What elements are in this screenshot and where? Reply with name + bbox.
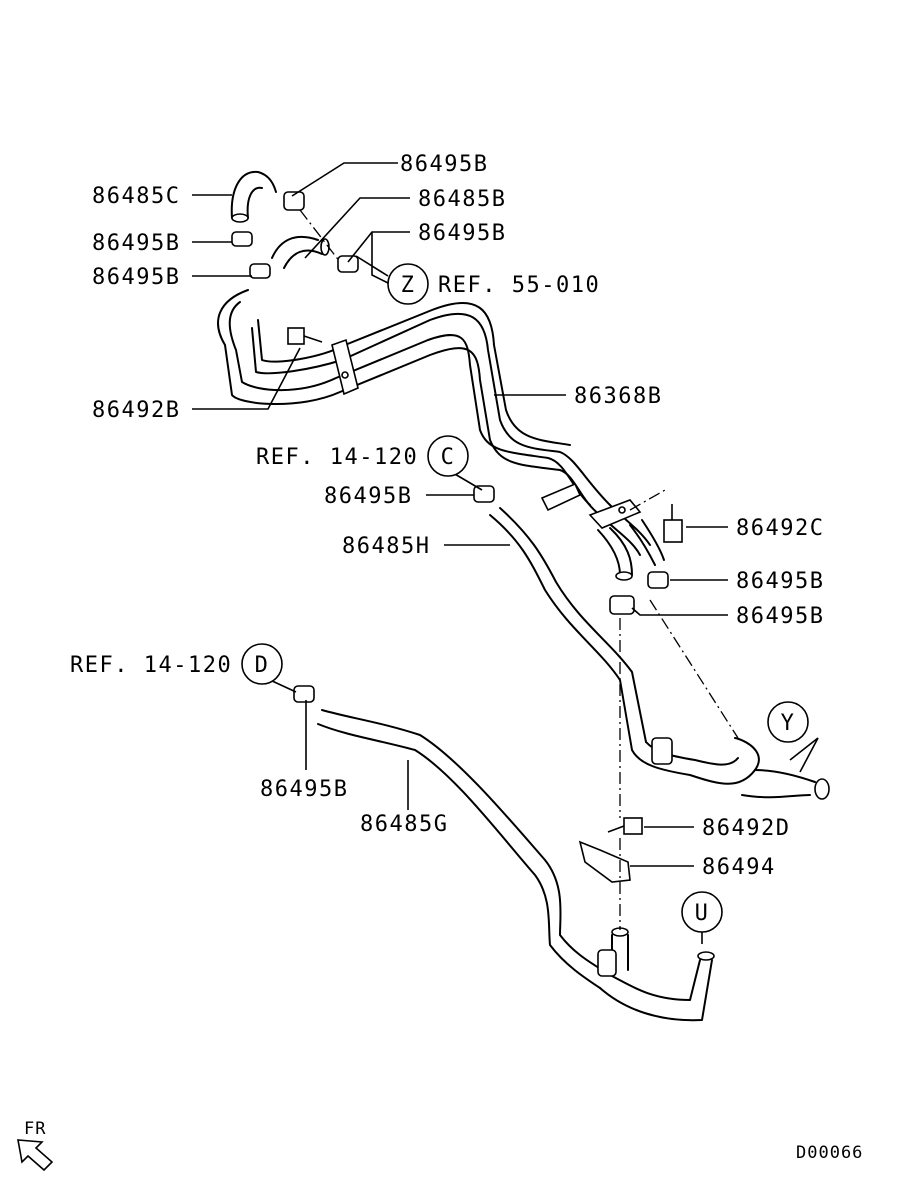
callout-86485c: 86485C — [92, 184, 180, 209]
centerlines — [299, 209, 739, 930]
callout-86485h: 86485H — [342, 534, 430, 559]
callout-86495b-7: 86495B — [736, 604, 824, 629]
callout-86495b-3: 86495B — [92, 231, 180, 256]
connector-d: D — [241, 643, 283, 685]
callout-86485g: 86485G — [360, 812, 448, 837]
orientation-label: FR — [24, 1119, 46, 1139]
pipe-assembly-86368b — [217, 289, 651, 556]
callout-ref-14-120-d: REF. 14-120 — [70, 653, 232, 678]
callout-86492b: 86492B — [92, 398, 180, 423]
callout-86368b: 86368B — [574, 384, 662, 409]
callout-86494: 86494 — [702, 855, 776, 880]
callout-86495b-1: 86495B — [400, 152, 488, 177]
connector-z: Z — [387, 263, 429, 305]
connector-z-letter: Z — [401, 273, 416, 298]
bolt-parts — [287, 327, 683, 835]
callout-86492c: 86492C — [736, 516, 824, 541]
callout-ref-14-120-c: REF. 14-120 — [256, 445, 418, 470]
bracket-mid — [540, 482, 642, 529]
connector-c: C — [427, 435, 469, 477]
connector-u-letter: U — [695, 901, 710, 926]
callout-86495b-4: 86495B — [92, 265, 180, 290]
callout-86495b-6: 86495B — [736, 569, 824, 594]
diagram-code: D00066 — [796, 1143, 863, 1163]
callout-86485b: 86485B — [418, 187, 506, 212]
hose-86485c — [230, 170, 277, 223]
clamp-parts — [231, 191, 673, 977]
connector-u: U — [681, 891, 723, 933]
bracket-86494 — [578, 840, 631, 883]
hose-86485b — [271, 235, 330, 269]
pipe-ends-mid — [597, 519, 665, 581]
connector-y: Y — [767, 701, 809, 743]
connector-c-letter: C — [441, 445, 456, 470]
bracket-upper — [331, 338, 359, 396]
callout-86495b-2: 86495B — [418, 221, 506, 246]
callout-ref-55-010: REF. 55-010 — [438, 273, 600, 298]
callout-86492d: 86492D — [702, 816, 790, 841]
connector-y-letter: Y — [781, 711, 796, 736]
callout-86495b-8: 86495B — [260, 777, 348, 802]
front-orientation-arrow-icon — [17, 1139, 54, 1172]
hose-86485h — [489, 507, 830, 800]
hose-86485g — [317, 709, 715, 1022]
callout-86495b-5: 86495B — [324, 484, 412, 509]
connector-d-letter: D — [255, 653, 270, 678]
